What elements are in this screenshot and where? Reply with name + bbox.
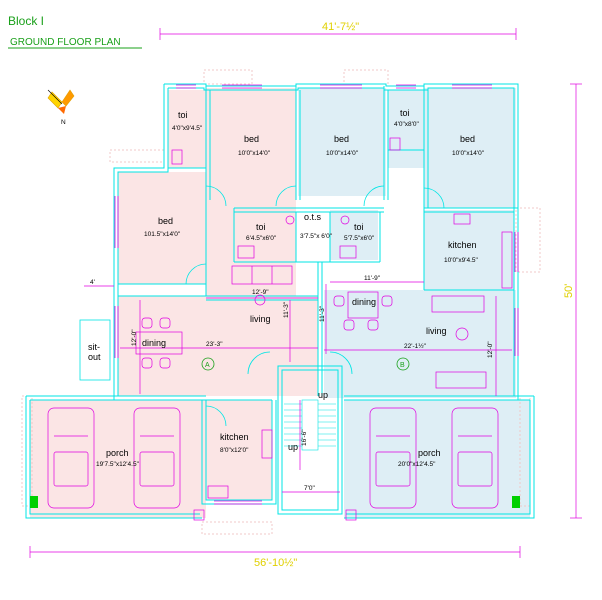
doors <box>185 185 445 427</box>
top-width-dim: 41'-7½" <box>322 21 359 33</box>
bottom-width-dim: 56'-10½" <box>254 557 297 569</box>
room-name: toi <box>256 222 266 232</box>
room-name: porch <box>418 448 441 458</box>
room-size: 101.5"x14'0" <box>144 231 181 238</box>
room-size: 8'0"x12'0" <box>220 447 249 454</box>
stair-up-label: up <box>318 390 328 400</box>
room-size: 19'7.5"x12'4.5" <box>96 461 140 468</box>
dim-label: 23'-3" <box>206 341 223 348</box>
dim-label: 12'-0" <box>487 341 494 358</box>
room-name: toi <box>354 222 364 232</box>
dim-label: 12'-9" <box>252 289 269 296</box>
dim-label: 11'-3" <box>283 301 290 318</box>
room-size: 3'7.5"x 6'0" <box>300 233 333 240</box>
room-name: out <box>88 352 101 362</box>
corner-marker <box>512 496 520 508</box>
room-name: o.t.s <box>304 212 322 222</box>
room-size: 6'4.5"x6'0" <box>246 235 277 242</box>
walls <box>25 83 535 519</box>
sitout-outline <box>79 319 111 381</box>
room-size: 10'0"x9'4.5" <box>444 257 479 264</box>
side-b-fills <box>298 88 530 518</box>
room-size: 5'7.5"x6'0" <box>344 235 375 242</box>
staircase <box>284 399 336 451</box>
room-size: 10'0"x14'0" <box>326 150 359 157</box>
unit-b-marker <box>396 357 410 371</box>
room-name: living <box>426 326 447 336</box>
right-height-dim: 50' <box>563 284 575 298</box>
dim-label: 16'-6" <box>301 429 308 446</box>
room-name: bed <box>334 134 349 144</box>
room-name: toi <box>178 110 188 120</box>
north-arrow-icon <box>47 89 75 114</box>
north-label: N <box>61 119 66 126</box>
room-name: kitchen <box>220 432 249 442</box>
stair-up-label: up <box>288 442 298 452</box>
room-size: 4'0"x8'0" <box>394 121 419 128</box>
corner-marker <box>30 496 38 508</box>
dim-label: 11'-3" <box>319 305 326 322</box>
car-icon <box>47 407 95 509</box>
furniture <box>47 137 513 521</box>
room-size: 20'0"x12'4.5" <box>398 461 436 468</box>
car-icon <box>369 407 417 509</box>
room-name: living <box>250 314 271 324</box>
room-size: 10'0"x14'0" <box>452 150 485 157</box>
car-icon <box>451 407 499 509</box>
room-name: bed <box>158 216 173 226</box>
room-name: bed <box>244 134 259 144</box>
room-name: dining <box>352 297 376 307</box>
dim-label: 12'-0" <box>131 329 138 346</box>
plan-title: GROUND FLOOR PLAN <box>10 37 121 48</box>
windows <box>114 84 519 505</box>
dim-label: 11'-9" <box>364 275 381 282</box>
room-name: bed <box>460 134 475 144</box>
room-name: dining <box>142 338 166 348</box>
unit-b-label: B <box>400 362 405 369</box>
room-name: toi <box>400 108 410 118</box>
dim-label: 4' <box>90 279 95 286</box>
room-size: 4'0"x9'4.5" <box>172 125 203 132</box>
room-name: sit- <box>88 342 100 352</box>
room-name: porch <box>106 448 129 458</box>
room-size: 10'0"x14'0" <box>238 150 271 157</box>
dimension-lines <box>29 28 582 558</box>
dim-label: 22'-1½" <box>404 342 427 350</box>
room-name: kitchen <box>448 240 477 250</box>
unit-a-label: A <box>205 362 210 369</box>
car-icon <box>133 407 181 509</box>
block-title: Block I <box>8 14 44 28</box>
unit-a-marker <box>201 357 215 371</box>
dim-label: 7'0" <box>304 485 315 492</box>
